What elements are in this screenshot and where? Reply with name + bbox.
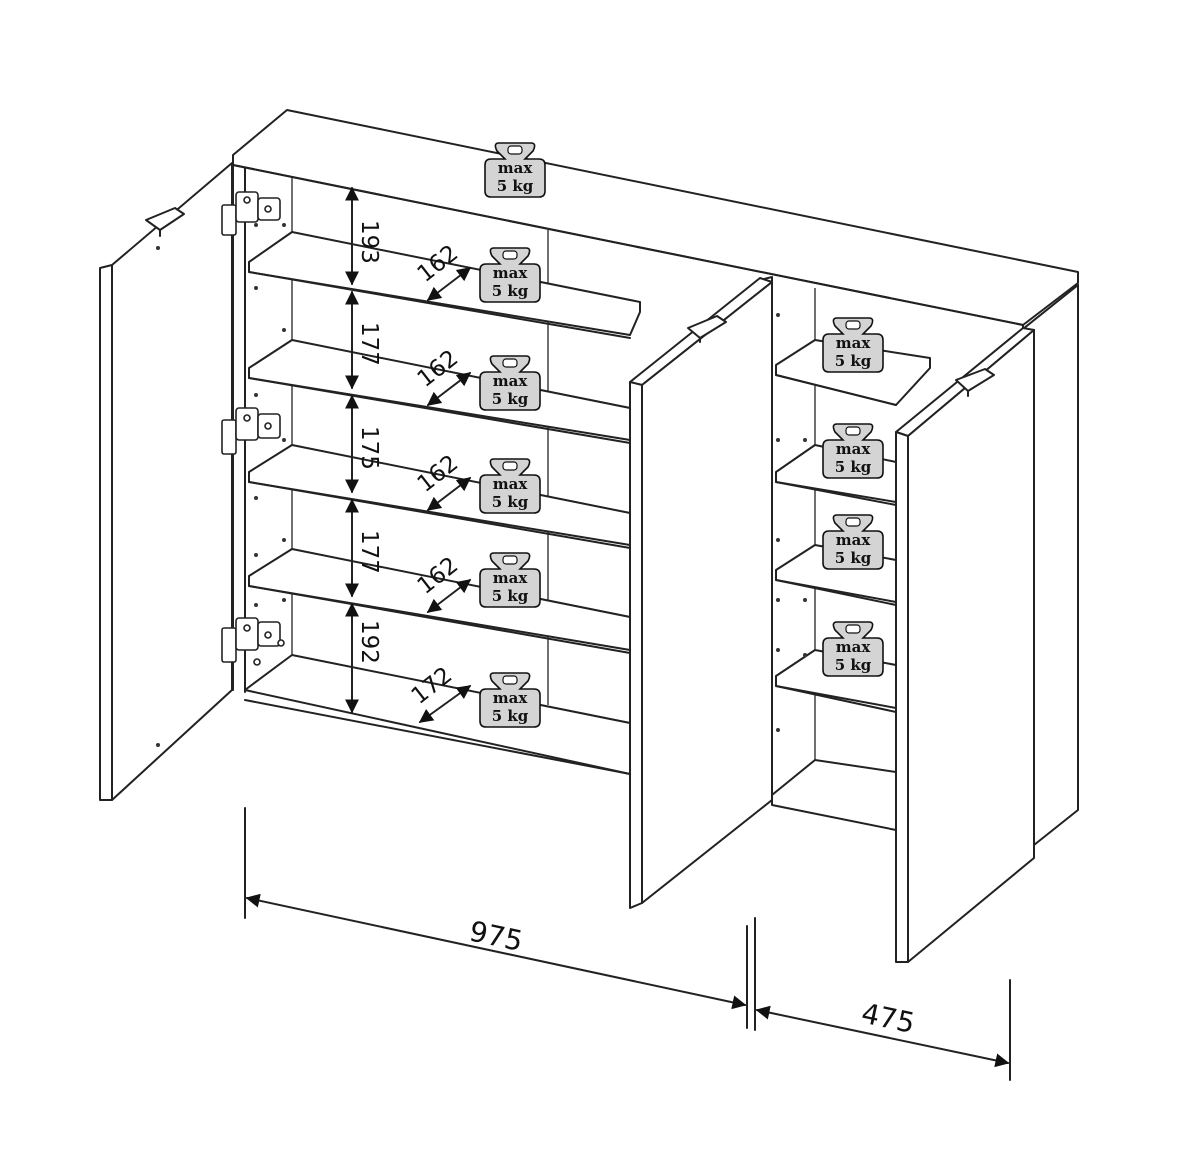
weight-icon: max 5 kg bbox=[822, 514, 884, 570]
weight-icon: max 5 kg bbox=[484, 142, 546, 198]
cabinet-top bbox=[232, 109, 1079, 326]
spacing-label-1: 193 bbox=[356, 220, 382, 264]
depth-labels: 162 162 162 162 172 bbox=[407, 240, 464, 710]
hinges bbox=[221, 191, 285, 666]
weight-max-text: max bbox=[836, 334, 872, 352]
spacing-label-3: 175 bbox=[356, 426, 382, 470]
right-bottom-shelf bbox=[771, 759, 897, 831]
weight-kg-text: 5 kg bbox=[492, 390, 529, 408]
spacing-label-4: 177 bbox=[356, 530, 382, 574]
right-door-side bbox=[895, 431, 909, 963]
weight-icons: max 5 kg max 5 kg max 5 kg max 5 kg max … bbox=[479, 142, 884, 728]
right-door-handle bbox=[955, 368, 995, 392]
weight-max-text: max bbox=[493, 569, 529, 587]
weight-max-text: max bbox=[493, 372, 529, 390]
weight-max-text: max bbox=[493, 689, 529, 707]
weight-kg-text: 5 kg bbox=[835, 458, 872, 476]
spacing-label-5: 192 bbox=[356, 620, 382, 664]
width-arrow-right bbox=[755, 1005, 1010, 1068]
left-pin-holes bbox=[254, 223, 286, 607]
left-shelves bbox=[248, 231, 641, 654]
weight-kg-text: 5 kg bbox=[492, 587, 529, 605]
doors bbox=[99, 162, 1035, 963]
weight-max-text: max bbox=[498, 159, 534, 177]
weight-max-text: max bbox=[836, 638, 872, 656]
width-label-975: 975 bbox=[467, 915, 526, 958]
weight-icon: max 5 kg bbox=[822, 621, 884, 677]
left-door bbox=[99, 162, 233, 801]
weight-icon: max 5 kg bbox=[822, 423, 884, 479]
middle-door-handle bbox=[687, 315, 727, 339]
weight-max-text: max bbox=[836, 440, 872, 458]
weight-icon: max 5 kg bbox=[479, 355, 541, 411]
weight-kg-text: 5 kg bbox=[492, 707, 529, 725]
weight-max-text: max bbox=[493, 264, 529, 282]
hinge-middle bbox=[221, 407, 281, 455]
weight-kg-text: 5 kg bbox=[492, 282, 529, 300]
weight-max-text: max bbox=[493, 475, 529, 493]
weight-icon: max 5 kg bbox=[479, 458, 541, 514]
weight-icon: max 5 kg bbox=[479, 672, 541, 728]
middle-door-side bbox=[629, 381, 643, 909]
spacing-labels: 193 177 175 177 192 bbox=[356, 220, 382, 664]
middle-door bbox=[641, 281, 773, 904]
width-arrow-left bbox=[245, 893, 747, 1010]
weight-kg-text: 5 kg bbox=[835, 549, 872, 567]
weight-icon: max 5 kg bbox=[479, 247, 541, 303]
weight-icon: max 5 kg bbox=[479, 552, 541, 608]
weight-icon: max 5 kg bbox=[822, 317, 884, 373]
weight-kg-text: 5 kg bbox=[497, 177, 534, 195]
depth-arrows bbox=[418, 267, 472, 723]
weight-kg-text: 5 kg bbox=[492, 493, 529, 511]
hinge-bottom bbox=[221, 617, 285, 666]
spacing-label-2: 177 bbox=[356, 322, 382, 366]
weight-max-text: max bbox=[836, 531, 872, 549]
left-door-handle bbox=[145, 207, 185, 231]
weight-kg-text: 5 kg bbox=[835, 656, 872, 674]
hinge-top bbox=[221, 191, 281, 236]
weight-kg-text: 5 kg bbox=[835, 352, 872, 370]
right-door bbox=[907, 329, 1035, 963]
